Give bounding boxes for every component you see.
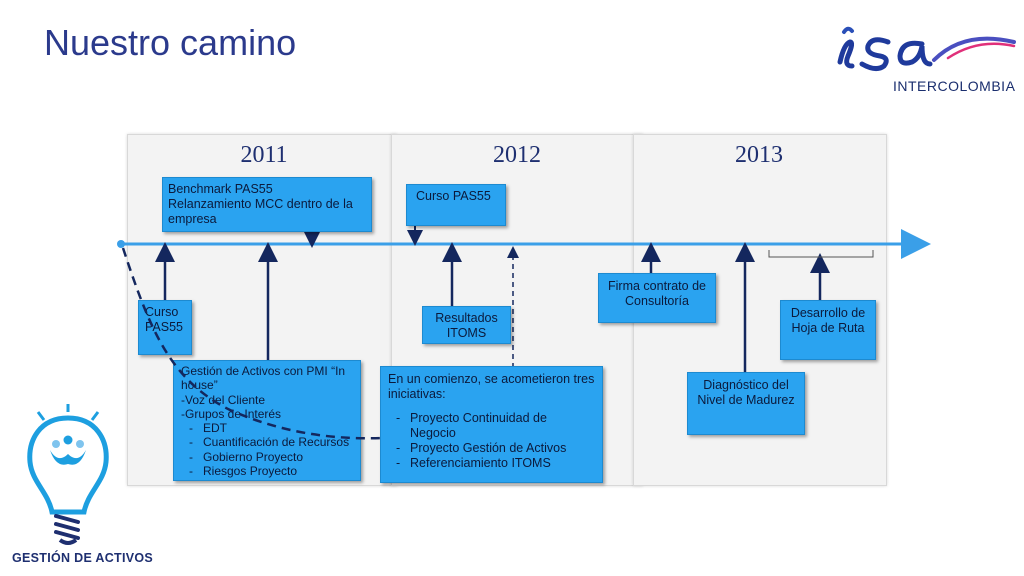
year-label-2011: 2011	[240, 142, 288, 168]
box-curso-2012: Curso PAS55	[406, 184, 506, 226]
logo-subtitle: INTERCOLOMBIA	[893, 78, 1016, 94]
gestion-list: EDT Cuantificación de Recursos Gobierno …	[181, 421, 353, 478]
box-firma: Firma contrato de Consultoría	[598, 273, 716, 323]
gestion-item: Riesgos Proyecto	[181, 464, 353, 479]
box-diagnostico: Diagnóstico del Nivel de Madurez	[687, 372, 805, 435]
isa-logo-icon	[837, 26, 1016, 72]
bracket-desarrollo	[768, 250, 874, 258]
diagnostico-label: Diagnóstico del Nivel de Madurez	[697, 378, 795, 407]
comienzo-intro: En un comienzo, se acometieron tres inic…	[388, 372, 595, 401]
box-desarrollo: Desarrollo de Hoja de Ruta	[780, 300, 876, 360]
comienzo-item: Proyecto Continuidad de Negocio	[388, 411, 595, 441]
gestion-line-1: Gestión de Activos con PMI “In house”	[181, 364, 346, 393]
box-benchmark: Benchmark PAS55 Relanzamiento MCC dentro…	[162, 177, 372, 232]
benchmark-line-2: Relanzamiento MCC dentro de la empresa	[168, 197, 353, 226]
curso-2012-label: Curso PAS55	[416, 189, 491, 203]
firma-label: Firma contrato de Consultoría	[608, 279, 706, 308]
timeline-start-dot	[117, 240, 125, 248]
box-gestion: Gestión de Activos con PMI “In house” -V…	[173, 360, 361, 481]
footer-label: GESTIÓN DE ACTIVOS	[12, 551, 154, 565]
benchmark-line-1: Benchmark PAS55	[168, 182, 273, 196]
box-comienzo: En un comienzo, se acometieron tres inic…	[380, 366, 603, 483]
resultados-label: Resultados ITOMS	[435, 311, 498, 340]
gestion-item: Cuantificación de Recursos	[181, 435, 353, 450]
page-title: Nuestro camino	[44, 22, 297, 63]
desarrollo-label: Desarrollo de Hoja de Ruta	[790, 306, 866, 335]
gestion-line-2: -Voz del Cliente	[181, 392, 266, 407]
lightbulb-icon	[27, 404, 109, 545]
curso-2011-label: Curso PAS55	[145, 305, 183, 334]
comienzo-item: Proyecto Gestión de Activos	[388, 441, 595, 456]
year-label-2013: 2013	[735, 142, 783, 168]
comienzo-item: Referenciamiento ITOMS	[388, 456, 595, 471]
comienzo-list: Proyecto Continuidad de Negocio Proyecto…	[388, 411, 595, 471]
gestion-item: Gobierno Proyecto	[181, 450, 353, 465]
year-label-2012: 2012	[493, 142, 541, 168]
box-resultados: Resultados ITOMS	[422, 306, 511, 344]
gestion-line-3: -Grupos de Interés	[181, 406, 282, 421]
gestion-item: EDT	[181, 421, 353, 436]
